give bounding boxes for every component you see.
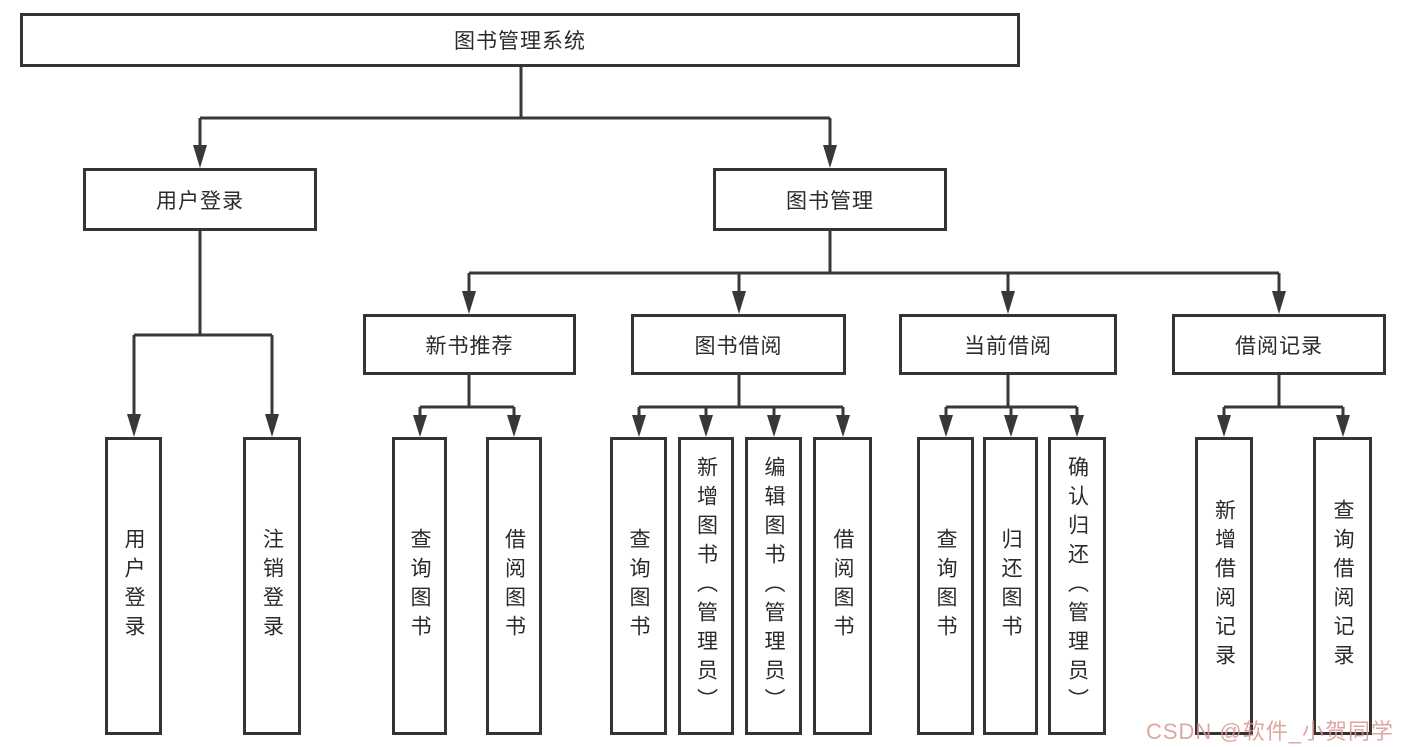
leaf-recommend-query-book: 查询图书 xyxy=(392,437,447,735)
leaf-records-add-record: 新增借阅记录 xyxy=(1195,437,1253,735)
leaf-current-query-book: 查询图书 xyxy=(917,437,974,735)
leaf-user-login: 用户登录 xyxy=(105,437,162,735)
leaf-borrow-query-book: 查询图书 xyxy=(610,437,667,735)
node-borrow-records: 借阅记录 xyxy=(1172,314,1386,375)
node-current-borrow: 当前借阅 xyxy=(899,314,1117,375)
node-book-borrow: 图书借阅 xyxy=(631,314,846,375)
leaf-logout-login: 注销登录 xyxy=(243,437,301,735)
leaf-recommend-borrow-book: 借阅图书 xyxy=(486,437,542,735)
node-user-login: 用户登录 xyxy=(83,168,317,231)
node-root: 图书管理系统 xyxy=(20,13,1020,67)
leaf-records-query-record: 查询借阅记录 xyxy=(1313,437,1372,735)
leaf-current-confirm-return-admin: 确认归还（管理员） xyxy=(1048,437,1106,735)
watermark-text: CSDN @软件_小贺同学 xyxy=(1145,719,1394,744)
node-new-book-recommend: 新书推荐 xyxy=(363,314,576,375)
leaf-borrow-add-book-admin: 新增图书（管理员） xyxy=(678,437,734,735)
leaf-borrow-edit-book-admin: 编辑图书（管理员） xyxy=(745,437,802,735)
node-book-management: 图书管理 xyxy=(713,168,947,231)
leaf-borrow-borrow-book: 借阅图书 xyxy=(813,437,872,735)
leaf-current-return-book: 归还图书 xyxy=(983,437,1038,735)
